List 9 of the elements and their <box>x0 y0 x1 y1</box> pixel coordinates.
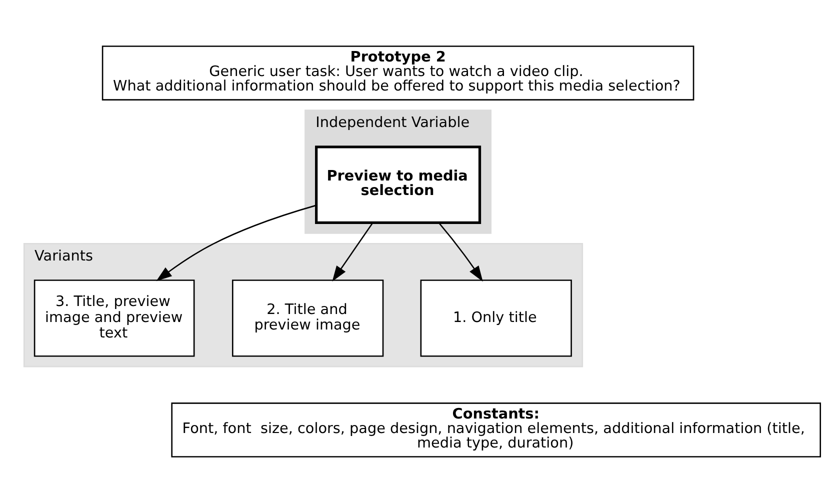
node-box: 3. Title, preview image and preview text <box>34 280 195 357</box>
arrow <box>332 222 374 282</box>
node-box: 1. Only title <box>420 280 572 357</box>
node-box: 2. Title and preview image <box>232 280 384 357</box>
node-box: Preview to media selection <box>315 146 482 224</box>
node-box: Constants: Font, font size, colors, page design, navigation elements, additional information (title, media type, duration) <box>171 402 821 458</box>
arrow <box>438 222 483 282</box>
arrow <box>156 204 316 282</box>
node-box: Prototype 2 Generic user task: User wants to watch a video clip. What additional information should be offered to support this media selection? <box>102 46 694 100</box>
